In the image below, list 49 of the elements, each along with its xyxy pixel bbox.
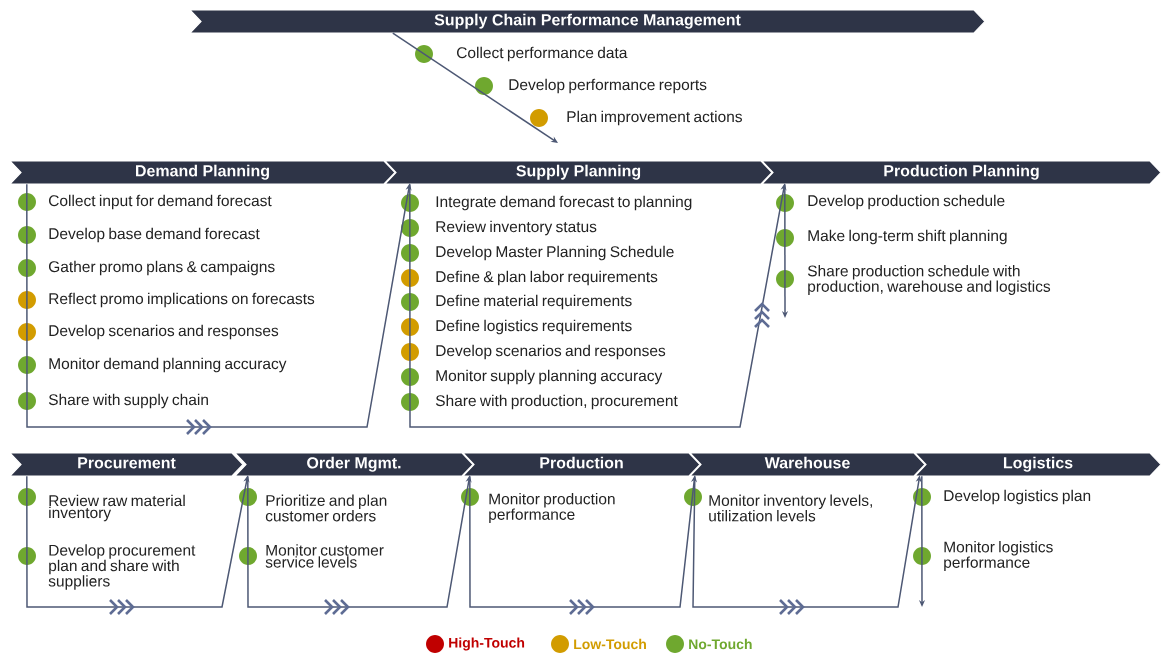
list-item: Plan improvement actions <box>567 110 742 126</box>
chevron-banner: Order Mgmt. <box>233 452 474 477</box>
list-item: Share with supply chain <box>48 393 208 409</box>
list-item: Review inventory status <box>436 220 597 236</box>
chevron-banner: Warehouse <box>688 452 926 477</box>
list-item: Develop scenarios and responses <box>436 344 666 360</box>
chevron-banner: Production Planning <box>760 160 1161 185</box>
list-item: Share with production, procurement <box>435 394 678 410</box>
list-item: Monitor demand planning accuracy <box>49 357 287 373</box>
list-item: Define & plan labor requirements <box>436 270 658 286</box>
chevron-banner: Demand Planning <box>8 160 396 185</box>
list-item: Reflect promo implications on forecasts <box>49 292 315 308</box>
list-item: Develop production schedule <box>808 194 1005 210</box>
list-item: Monitor production performance <box>489 493 615 523</box>
list-item: Collect input for demand forecast <box>49 194 272 210</box>
list-item: Prioritize and plan customer orders <box>265 494 387 522</box>
list-item: Gather promo plans & campaigns <box>49 260 275 276</box>
list-item: Share production schedule with production, warehouse and logistics <box>807 265 1051 295</box>
list-item: Develop performance reports <box>509 78 707 94</box>
list-item: Make long-term shift planning <box>808 229 1007 245</box>
legend-label: No-Touch <box>689 638 752 650</box>
chevron-banner: Production <box>461 452 701 477</box>
list-item: Review raw material inventory <box>49 494 185 522</box>
flow-arrow <box>392 32 558 143</box>
list-item: Integrate demand forecast to planning <box>436 195 692 211</box>
flow-arrow <box>247 475 472 615</box>
list-item: Develop logistics plan <box>944 489 1091 505</box>
list-item: Develop Master Planning Schedule <box>436 245 674 261</box>
list-item: Monitor supply planning accuracy <box>436 369 663 385</box>
chevron-banner: Supply Chain Performance Management <box>188 9 986 34</box>
list-item: Develop base demand forecast <box>49 227 260 243</box>
list-item: Develop procurement plan and share with suppliers <box>48 544 196 590</box>
flow-arrow <box>409 183 787 428</box>
list-item: Monitor customer service levels <box>265 544 384 568</box>
list-item: Monitor inventory levels, utilization levels <box>709 494 872 522</box>
node-label: Production Planning <box>884 164 1039 180</box>
node-label: Logistics <box>1003 456 1073 472</box>
list-item: Develop scenarios and responses <box>49 324 279 340</box>
chevron-banner: Logistics <box>913 452 1161 477</box>
chevron-banner: Supply Planning <box>383 160 773 185</box>
list-item: Define material requirements <box>436 294 632 310</box>
list-item: Collect performance data <box>457 46 628 62</box>
legend-label: High-Touch <box>449 637 525 651</box>
list-item: Monitor logistics performance <box>944 541 1053 571</box>
chevron-banner: Procurement <box>8 452 244 477</box>
list-item: Define logistics requirements <box>436 319 632 335</box>
flow-arrow <box>692 475 922 615</box>
legend-label: Low-Touch <box>574 638 646 650</box>
flow-arrow <box>26 183 412 435</box>
